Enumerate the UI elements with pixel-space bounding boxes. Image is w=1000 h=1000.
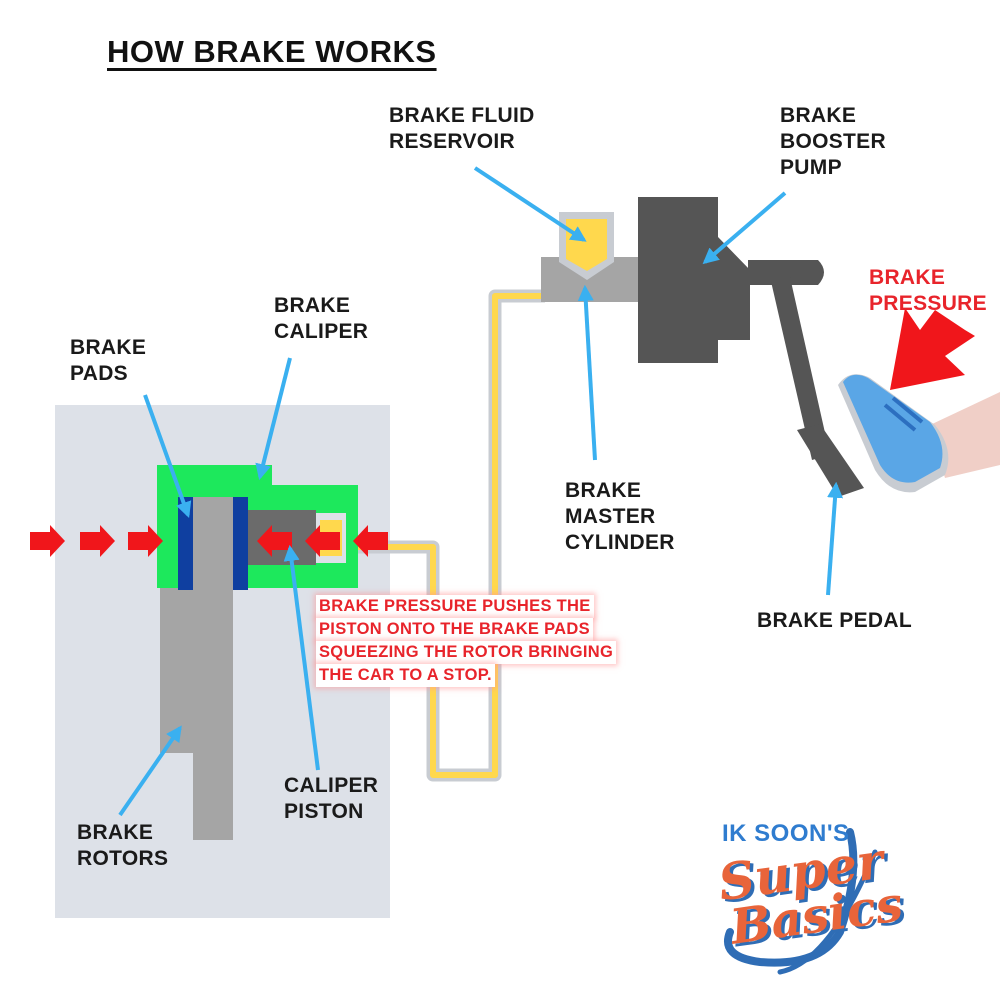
booster-pump bbox=[638, 197, 750, 363]
label-brake-pedal: BRAKE PEDAL bbox=[757, 609, 912, 632]
page-title: HOW BRAKE WORKS bbox=[107, 34, 437, 69]
label-arrows bbox=[118, 166, 844, 817]
logo-scribble bbox=[724, 828, 878, 975]
logo-top-text: IK SOON'S bbox=[722, 820, 850, 847]
brake-pedal bbox=[797, 424, 864, 497]
explanation-note: BRAKE PRESSURE PUSHES THE PISTON ONTO TH… bbox=[316, 595, 617, 687]
brake-pad-outer bbox=[233, 497, 248, 590]
brake-pedal-arm bbox=[770, 277, 830, 460]
brake-rotor bbox=[193, 497, 233, 840]
brake-pressure-arrow bbox=[890, 308, 975, 390]
brake-pad-inner bbox=[178, 497, 193, 590]
force-arrows bbox=[30, 525, 388, 557]
